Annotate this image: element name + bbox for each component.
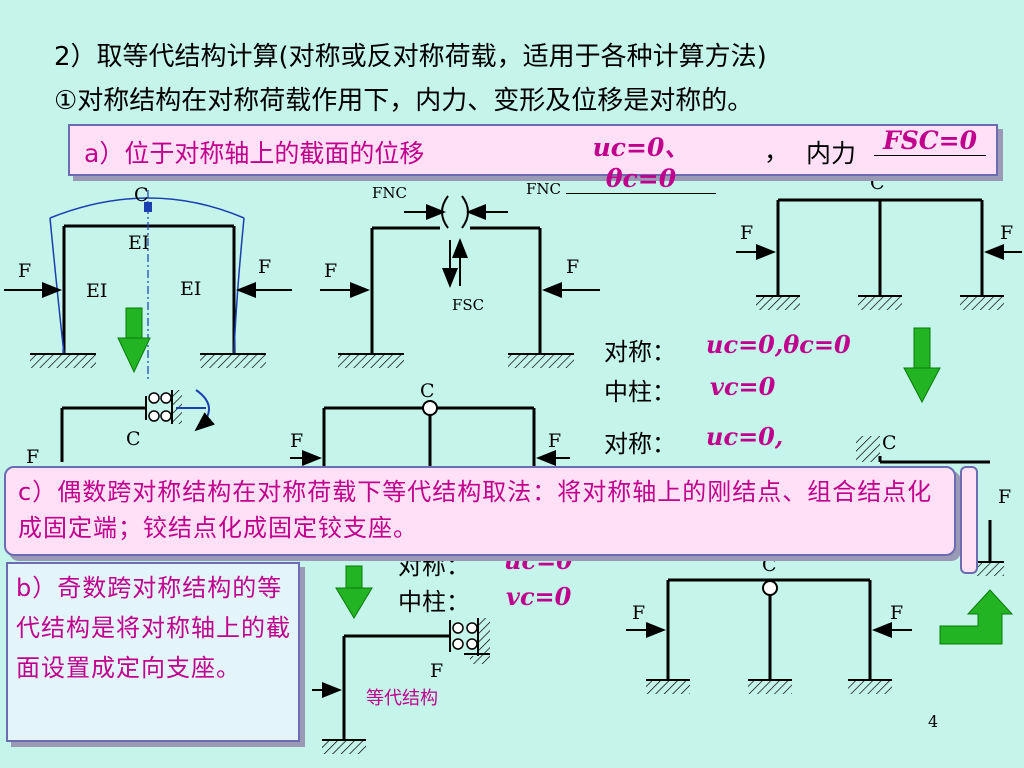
note-mid-1-value: vc=0	[710, 372, 776, 401]
section-c-marker	[144, 202, 152, 212]
banner-a-force-label: 内力	[806, 139, 857, 168]
equiv-structure-1	[60, 406, 146, 462]
label-f: F	[18, 260, 32, 282]
frame-4	[322, 406, 536, 466]
banner-a: a）位于对称轴上的截面的位移 uc=0、θc=0 ， 内力 FSC=0	[68, 124, 998, 194]
banner-b: b）奇数跨对称结构的等代结构是将对称轴上的截面设置成定向支座。	[6, 562, 300, 742]
label-f: F	[548, 430, 562, 452]
moment-arc-right	[461, 195, 469, 229]
banner-a-sep: ，	[764, 137, 790, 166]
label-f: F	[998, 486, 1012, 508]
slide-heading-2: ①对称结构在对称荷载作用下，内力、变形及位移是对称的。	[54, 86, 754, 116]
label-c: C	[420, 380, 435, 402]
label-fnc-right: FNC	[526, 180, 562, 198]
label-f: F	[632, 602, 646, 624]
label-fnc-left: FNC	[372, 184, 408, 202]
label-f: F	[1000, 222, 1014, 244]
note-mid-2-value: vc=0	[506, 582, 572, 611]
banner-b-text: b）奇数跨对称结构的等代结构是将对称轴上的截面设置成定向支座。	[16, 574, 291, 682]
banner-c-scroll-curl	[960, 466, 978, 574]
banner-c: c）偶数跨对称结构在对称荷载下等代结构取法：将对称轴上的刚结点、组合结点化成固定…	[4, 466, 956, 556]
note-sym-2-value: uc=0,	[706, 422, 784, 451]
equiv-structure-2	[342, 634, 450, 740]
green-arrow-down-1	[117, 307, 151, 374]
label-ei-beam: EI	[128, 232, 150, 254]
label-ei-right: EI	[180, 278, 202, 300]
label-f: F	[324, 260, 338, 282]
frame-2	[370, 226, 542, 354]
note-mid-2-label: 中柱：	[398, 588, 470, 616]
page-number: 4	[928, 712, 939, 731]
label-c: C	[126, 428, 141, 450]
note-mid-1-label: 中柱：	[604, 378, 676, 406]
frame-1-deformed	[49, 197, 245, 355]
note-sym-3-label: 对称：	[398, 552, 470, 580]
label-ei-left: EI	[86, 280, 108, 302]
label-f-partial: F	[26, 446, 40, 468]
frame-5	[878, 456, 990, 464]
banner-a-force: FSC=0	[874, 126, 986, 156]
hinge-c-2	[762, 580, 778, 596]
label-fsc: FSC	[452, 296, 485, 314]
label-f: F	[740, 222, 754, 244]
label-c: C	[762, 554, 777, 576]
frame-1	[62, 224, 236, 354]
banner-a-label: a）位于对称轴上的截面的位移	[84, 139, 425, 168]
green-arrow-down-2	[903, 327, 941, 404]
frame-6	[666, 578, 872, 680]
label-f: F	[430, 660, 444, 682]
green-arrow-down-3	[335, 565, 373, 619]
directional-support-2	[449, 618, 490, 664]
frame-3	[776, 198, 984, 296]
green-arrow-turn	[939, 589, 1014, 645]
note-sym-1-label: 对称：	[604, 338, 676, 366]
label-f: F	[566, 256, 580, 278]
banner-c-text: c）偶数跨对称结构在对称荷载下等代结构取法：将对称轴上的刚结点、组合结点化成固定…	[18, 478, 933, 542]
fixed-support-1b	[200, 354, 266, 368]
hinge-c-1	[422, 400, 438, 416]
slide-heading-1: 2）取等代结构计算(对称或反对称荷载，适用于各种计算方法)	[54, 42, 767, 72]
label-c: C	[134, 184, 149, 206]
rotation-arrow	[194, 389, 215, 432]
label-f: F	[290, 430, 304, 452]
label-c: C	[870, 172, 885, 194]
label-c: C	[882, 432, 897, 454]
fixed-support-1a	[30, 354, 96, 368]
equiv-structure-label: 等代结构	[366, 688, 438, 709]
label-f: F	[258, 256, 272, 278]
label-f: F	[890, 602, 904, 624]
note-sym-1-value: uc=0,θc=0	[706, 330, 851, 359]
note-sym-2-label: 对称：	[604, 430, 676, 458]
banner-a-disp: uc=0、θc=0	[566, 128, 716, 194]
